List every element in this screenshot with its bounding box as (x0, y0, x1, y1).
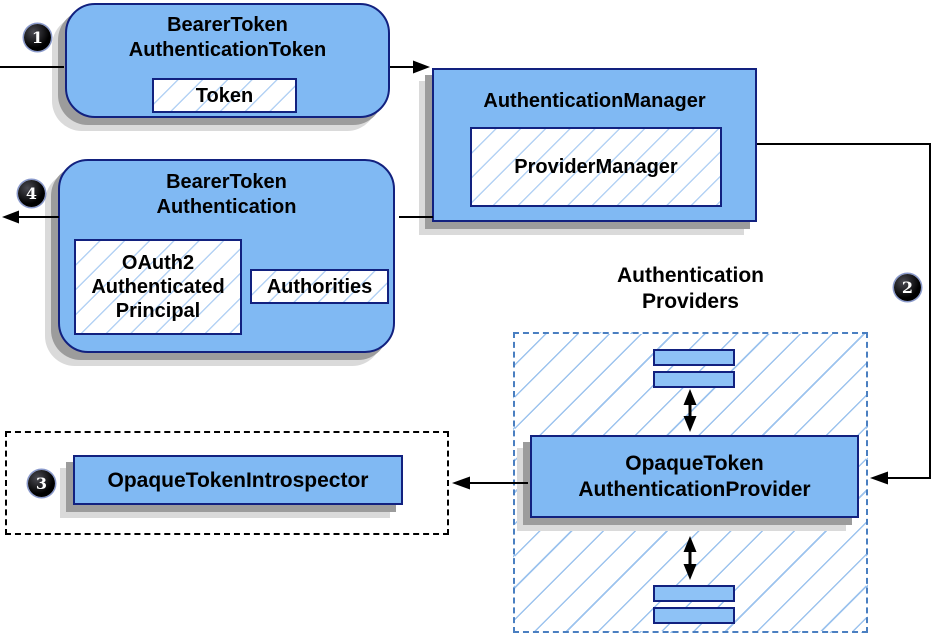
bearer-token-authentication-node: BearerToken Authentication OAuth2 Authen… (58, 159, 395, 353)
arrow-token-to-manager (390, 60, 430, 74)
authentication-manager-node: AuthenticationManager ProviderManager (432, 68, 757, 222)
opaque-token-introspector-box: OpaqueTokenIntrospector (73, 455, 403, 505)
bearer-token-authentication-token-title: BearerToken AuthenticationToken (128, 14, 327, 61)
authentication-providers-label: Authentication Providers (617, 264, 764, 313)
provider-stack-top-bar-2 (653, 371, 735, 388)
opaque-token-authentication-provider-title: OpaqueToken AuthenticationProvider (578, 451, 811, 501)
bearer-token-authentication-title: BearerToken Authentication (156, 171, 297, 218)
arrow-authentication-out (2, 210, 59, 224)
authentication-providers-region: OpaqueToken AuthenticationProvider (513, 332, 868, 633)
provider-manager-box: ProviderManager (470, 127, 722, 207)
provider-stack-bottom-bar-2 (653, 607, 735, 624)
step-3-badge: 3 (28, 470, 55, 497)
oauth2-authenticated-principal-box: OAuth2 Authenticated Principal (74, 239, 242, 335)
step-2-badge: 2 (894, 274, 921, 301)
opaque-token-introspector-title: OpaqueTokenIntrospector (107, 468, 369, 492)
token-box: Token (152, 78, 297, 113)
authorities-box: Authorities (250, 269, 389, 304)
provider-stack-top-bar-1 (653, 349, 735, 366)
opaque-token-introspector-group: OpaqueTokenIntrospector (5, 431, 449, 535)
authentication-manager-title: AuthenticationManager (483, 90, 706, 112)
step-1-badge: 1 (24, 24, 51, 51)
provider-stack-bottom-bar-1 (653, 585, 735, 602)
step-4-badge: 4 (18, 180, 45, 207)
bearer-token-authentication-token-node: BearerToken AuthenticationToken Token (65, 3, 390, 118)
opaque-token-authentication-provider-box: OpaqueToken AuthenticationProvider (530, 435, 859, 518)
